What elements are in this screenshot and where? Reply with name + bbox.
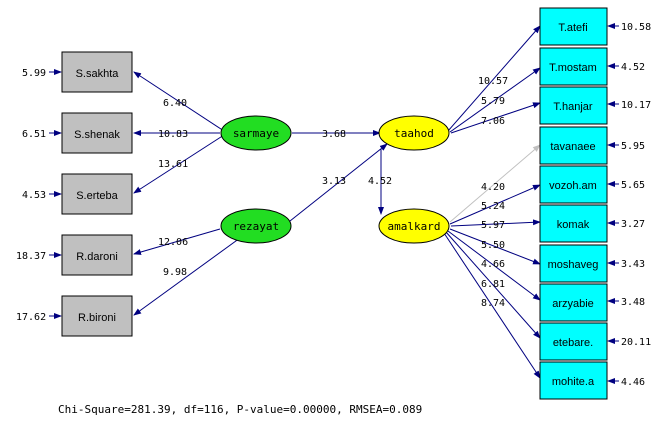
observed-label: R.daroni — [76, 251, 118, 263]
path-rezayat-R.bironi — [133, 237, 241, 316]
latent-rezayat[interactable]: rezayat — [220, 208, 292, 244]
path-taahod-T.hanjar — [450, 102, 541, 134]
path-sarmaye-S.sakhta — [133, 71, 225, 132]
observed-box-moshaveg[interactable]: moshaveg — [539, 244, 608, 283]
path-amalkard-moshaveg — [449, 228, 541, 265]
path-amalkard-etebare — [445, 231, 541, 339]
coef-amalkard-mohite.a-1: 6.81 — [481, 279, 505, 290]
error-value-R.bironi: 17.62 — [16, 312, 46, 323]
latent-label: rezayat — [233, 220, 279, 233]
latent-sarmaye[interactable]: sarmaye — [220, 115, 292, 151]
latent-amalkard[interactable]: amalkard — [378, 208, 450, 244]
observed-label: komak — [557, 219, 590, 231]
coef-amalkard-komak: 5.24 — [481, 201, 505, 212]
observed-box-R.bironi[interactable]: R.bironi — [61, 295, 133, 337]
latent-taahod[interactable]: taahod — [378, 115, 450, 151]
coef-amalkard-arzyabie: 5.50 — [481, 240, 505, 251]
observed-box-S.shenak[interactable]: S.shenak — [61, 112, 133, 154]
path-amalkard-arzyabie — [447, 230, 541, 301]
error-value-komak: 3.27 — [621, 219, 645, 230]
path-taahod-T.atefi — [447, 25, 541, 132]
error-value-T.hanjar: 10.17 — [621, 100, 651, 111]
path-amalkard-tavanaee — [449, 144, 541, 223]
coef-amalkard-etebare: 4.66 — [481, 259, 505, 270]
observed-box-vozoh.am[interactable]: vozoh.am — [539, 165, 608, 204]
coef-rezayat-R.bironi: 9.98 — [163, 267, 187, 278]
path-amalkard-komak — [450, 219, 541, 227]
coef-sarmaye-S.sakhta: 6.40 — [163, 98, 187, 109]
observed-label: R.bironi — [78, 312, 116, 324]
observed-label: moshaveg — [548, 259, 599, 271]
coef-sarmaye-taahod: 3.68 — [322, 129, 346, 140]
coef-taahod-T.mostam: 5.79 — [481, 96, 505, 107]
coef-taahod-T.hanjar: 7.06 — [481, 116, 505, 127]
observed-box-tavanaee[interactable]: tavanaee — [539, 126, 608, 165]
error-value-moshaveg: 3.43 — [621, 259, 645, 270]
path-amalkard-vozoh.am — [449, 184, 541, 225]
observed-box-T.atefi[interactable]: T.atefi — [539, 7, 608, 46]
coef-amalkard-mohite.a-2: 8.74 — [481, 298, 505, 309]
path-rezayat-R.daroni — [133, 228, 221, 255]
error-value-S.erteba: 4.53 — [22, 190, 46, 201]
path-taahod-T.mostam — [449, 67, 541, 133]
observed-box-komak[interactable]: komak — [539, 204, 608, 243]
observed-box-R.daroni[interactable]: R.daroni — [61, 234, 133, 276]
latent-label: amalkard — [388, 220, 441, 233]
error-value-mohite.a: 4.46 — [621, 377, 645, 388]
path-sarmaye-S.erteba — [133, 134, 225, 194]
coef-taahod-amalkard: 4.52 — [368, 176, 392, 187]
error-value-T.mostam: 4.52 — [621, 62, 645, 73]
observed-label: etebare. — [553, 337, 593, 349]
observed-box-S.erteba[interactable]: S.erteba — [61, 173, 133, 215]
observed-label: T.atefi — [558, 22, 587, 34]
error-value-T.atefi: 10.58 — [621, 22, 651, 33]
coef-sarmaye-S.shenak: 10.83 — [158, 129, 188, 140]
error-value-etebare: 20.11 — [621, 337, 651, 348]
observed-box-T.mostam[interactable]: T.mostam — [539, 47, 608, 86]
observed-label: T.hanjar — [553, 101, 592, 113]
observed-label: tavanaee — [550, 141, 595, 153]
observed-box-mohite.a[interactable]: mohite.a — [539, 361, 608, 400]
observed-label: vozoh.am — [549, 180, 597, 192]
path-rezayat-taahod — [289, 143, 388, 222]
error-value-S.shenak: 6.51 — [22, 129, 46, 140]
error-value-R.daroni: 18.37 — [16, 251, 46, 262]
observed-label: S.sakhta — [76, 68, 120, 80]
coef-amalkard-moshaveg: 5.97 — [481, 220, 505, 231]
observed-label: S.shenak — [74, 129, 120, 141]
error-value-tavanaee: 5.95 — [621, 141, 645, 152]
error-value-vozoh.am: 5.65 — [621, 180, 645, 191]
observed-label: S.erteba — [76, 190, 118, 202]
latent-label: taahod — [394, 127, 434, 140]
error-value-arzyabie: 3.48 — [621, 297, 645, 308]
observed-box-arzyabie[interactable]: arzyabie — [539, 283, 608, 322]
coef-rezayat-taahod: 3.13 — [322, 176, 346, 187]
latent-label: sarmaye — [233, 127, 279, 140]
observed-label: mohite.a — [552, 376, 595, 388]
observed-label: arzyabie — [552, 298, 594, 310]
observed-box-etebare[interactable]: etebare. — [539, 322, 608, 361]
observed-box-S.sakhta[interactable]: S.sakhta — [61, 51, 133, 93]
coef-rezayat-R.daroni: 12.06 — [158, 237, 188, 248]
observed-box-T.hanjar[interactable]: T.hanjar — [539, 86, 608, 125]
observed-label: T.mostam — [549, 62, 597, 74]
fit-statistics: Chi-Square=281.39, df=116, P-value=0.000… — [58, 403, 422, 416]
coef-taahod-T.atefi: 10.57 — [478, 76, 508, 87]
coef-sarmaye-S.erteba: 13.61 — [158, 159, 188, 170]
coef-amalkard-vozoh.am: 4.20 — [481, 182, 505, 193]
error-value-S.sakhta: 5.99 — [22, 68, 46, 79]
path-amalkard-mohite.a — [443, 232, 541, 379]
